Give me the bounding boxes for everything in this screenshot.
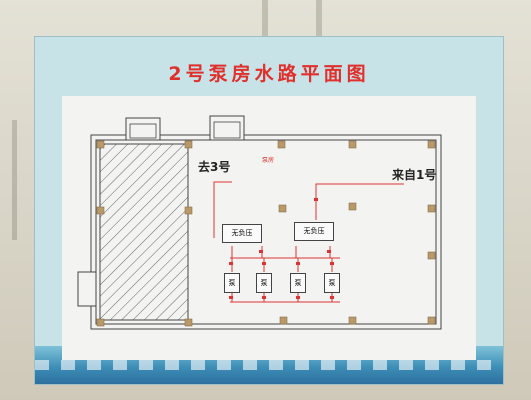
pump-3: 泵 — [290, 273, 306, 293]
door-left — [125, 117, 161, 141]
hatched-area — [99, 143, 189, 321]
label-from-1: 来自1号 — [392, 168, 437, 182]
pump-2: 泵 — [256, 273, 272, 293]
outer-wall-outline — [90, 134, 442, 330]
label-room: 泵房 — [262, 157, 275, 164]
columns — [96, 140, 436, 327]
page-title: 2号泵房水路平面图 — [168, 63, 370, 85]
label-to-3: 去3号 — [198, 160, 231, 174]
pump-1: 泵 — [224, 273, 240, 293]
wall-stain — [316, 0, 322, 38]
wall-stain — [262, 0, 268, 40]
tank-left: 无负压 — [222, 224, 262, 243]
wall-stain — [12, 120, 17, 240]
pump-4: 泵 — [324, 273, 340, 293]
pipe-network — [213, 181, 404, 303]
door-right — [209, 115, 245, 141]
tank-right: 无负压 — [294, 222, 334, 241]
valve-marks — [229, 198, 334, 299]
entrance-annex — [77, 271, 97, 307]
outer-wall — [95, 139, 437, 325]
